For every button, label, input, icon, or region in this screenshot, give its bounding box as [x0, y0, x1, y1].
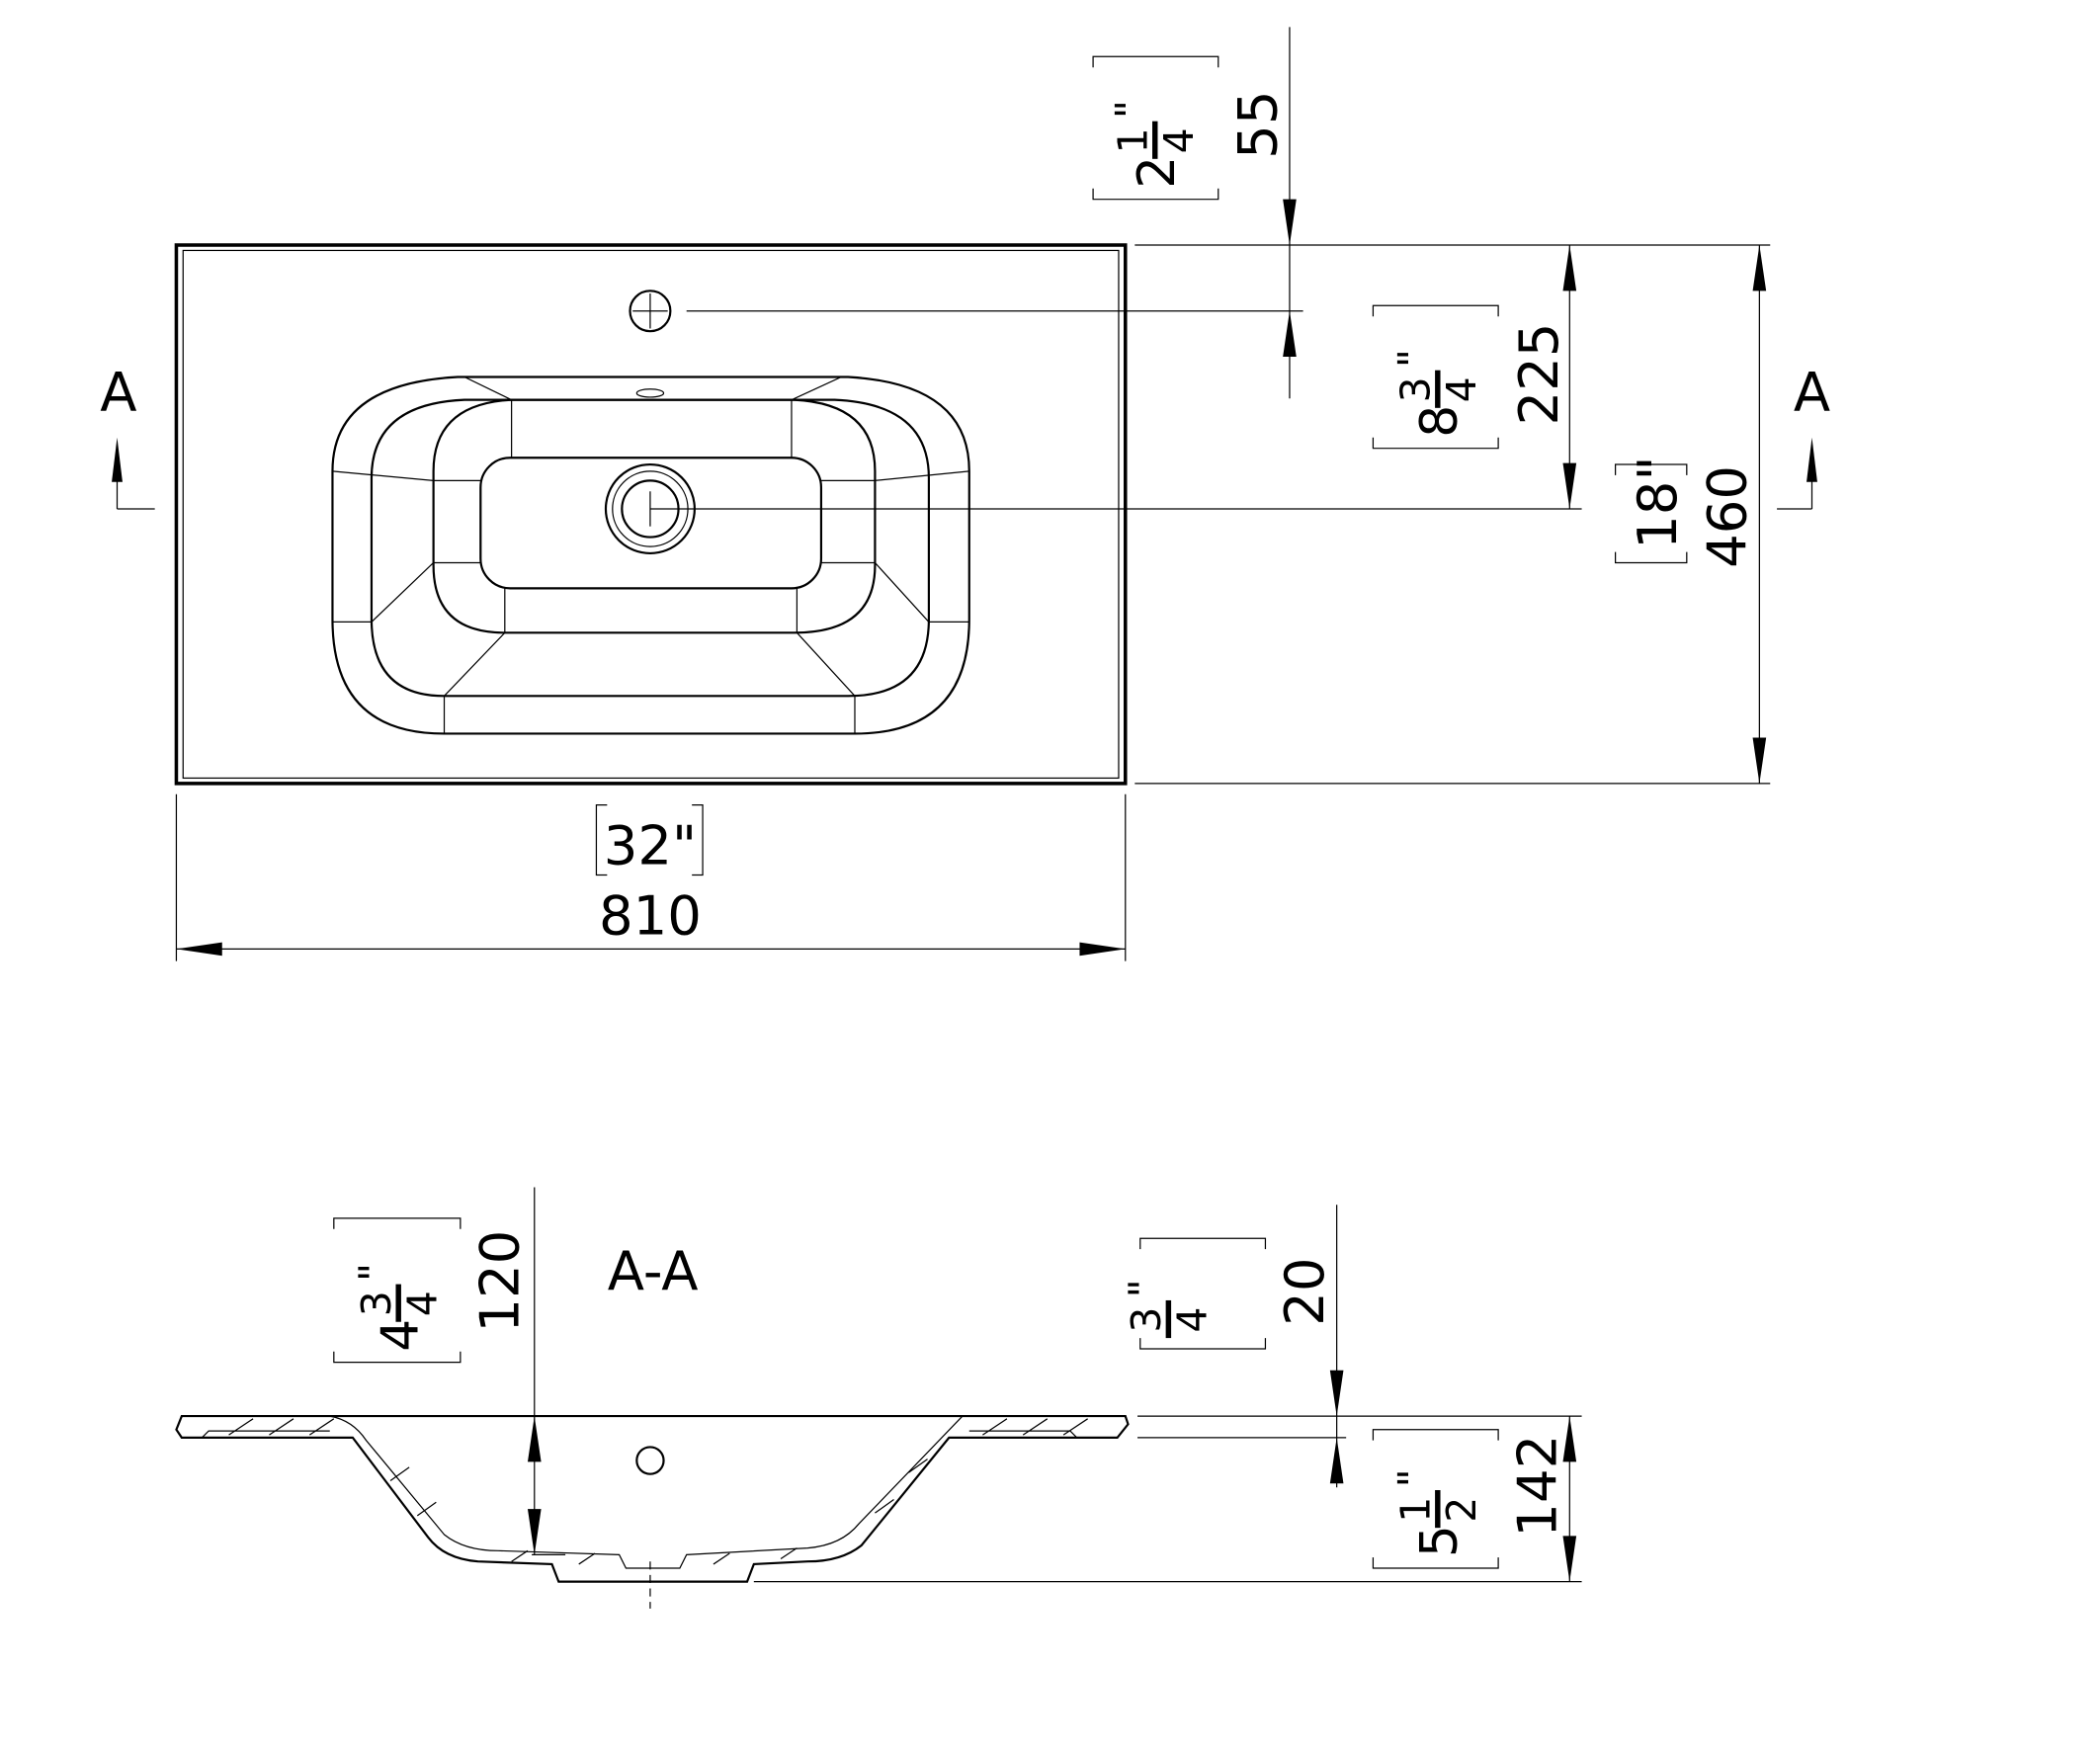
dim-text-inch: 5 1 2 ": [1389, 1468, 1485, 1557]
svg-text:A: A: [100, 361, 136, 424]
plan-view: 55 2 1 4 " 225 8 3 4 ": [100, 27, 1830, 961]
svg-text:4: 4: [371, 1319, 430, 1352]
section-marker-right: A: [1777, 361, 1830, 510]
svg-text:3: 3: [353, 1291, 400, 1316]
overflow-hole: [635, 1446, 665, 1475]
countertop-outline: [174, 243, 1128, 786]
drain: [604, 462, 1582, 555]
dimension-width: 810 32": [176, 804, 1126, 957]
svg-text:3: 3: [1123, 1307, 1170, 1333]
svg-text:": ": [1389, 349, 1437, 368]
dimension-depth: 460 18": [1615, 244, 1767, 784]
svg-text:4: 4: [1438, 376, 1485, 402]
svg-text:2: 2: [1438, 1497, 1485, 1523]
dim-text-inch: 3 4 ": [1120, 1279, 1217, 1339]
section-title: A-A: [608, 1239, 699, 1302]
dim-text-mm: 55: [1225, 91, 1289, 159]
hatching: [228, 1418, 1088, 1565]
svg-text:": ": [1120, 1279, 1167, 1297]
svg-text:A: A: [1794, 361, 1830, 424]
dimension-total-height: 142 5 1 2 ": [1372, 1416, 1577, 1582]
svg-text:1: 1: [1392, 1497, 1440, 1523]
dim-text-mm: 142: [1506, 1435, 1569, 1538]
basin: [331, 375, 970, 735]
svg-text:2: 2: [1128, 156, 1187, 189]
basin-profile: [175, 1415, 1130, 1583]
section-view: A-A 120 4 3 4 ": [175, 1187, 1582, 1609]
svg-text:": ": [1389, 1468, 1437, 1487]
dim-text-mm: 225: [1507, 323, 1570, 426]
svg-text:4: 4: [1169, 1307, 1217, 1333]
svg-text:1: 1: [1110, 127, 1157, 153]
dim-text-inch: 8 3 4 ": [1389, 349, 1485, 438]
dim-text-mm: 120: [467, 1230, 531, 1333]
dimension-rim-thickness: 20 3 4 ": [1120, 1205, 1344, 1488]
dimension-basin-height: 120 4 3 4 ": [333, 1187, 542, 1555]
section-marker-left: A: [100, 361, 155, 510]
dimension-drain-offset: 225 8 3 4 ": [1372, 244, 1577, 509]
dim-text-mm: 20: [1273, 1258, 1336, 1326]
svg-text:8: 8: [1410, 405, 1470, 438]
svg-text:3: 3: [1392, 376, 1440, 402]
dim-text-inch: 32": [604, 814, 697, 877]
dim-text-inch: 18": [1626, 456, 1689, 548]
svg-text:4: 4: [398, 1291, 446, 1316]
countertop-edge: [182, 249, 1120, 780]
svg-text:5: 5: [1410, 1525, 1470, 1557]
dim-text-mm: 810: [599, 883, 702, 947]
tap-hole: [629, 290, 1303, 333]
svg-text:": ": [1107, 100, 1154, 119]
dim-text-inch: 2 1 4 ": [1107, 100, 1203, 189]
dim-text-mm: 460: [1696, 465, 1759, 568]
svg-text:4: 4: [1155, 127, 1203, 153]
dimension-tap-offset: 55 2 1 4 ": [1092, 27, 1297, 399]
dim-text-inch: 4 3 4 ": [350, 1263, 446, 1352]
svg-text:": ": [350, 1263, 397, 1282]
